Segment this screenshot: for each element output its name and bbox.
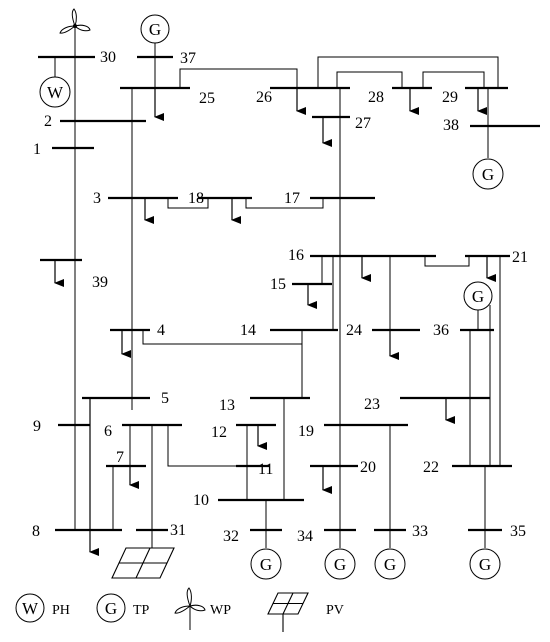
bus-label-29: 29 bbox=[442, 89, 458, 106]
bus-label-5: 5 bbox=[161, 390, 169, 407]
bus-label-10: 10 bbox=[193, 492, 209, 509]
legend-wp-label: WP bbox=[210, 603, 231, 618]
bus-label-8: 8 bbox=[32, 523, 40, 540]
bus-label-30: 30 bbox=[100, 49, 116, 66]
legend-ph-label: PH bbox=[52, 603, 70, 618]
bus-label-38: 38 bbox=[443, 117, 459, 134]
bus-label-33: 33 bbox=[412, 523, 428, 540]
generator-32: G bbox=[250, 548, 282, 580]
bus-label-13: 13 bbox=[219, 397, 235, 414]
bus-label-6: 6 bbox=[104, 423, 112, 440]
bus-label-31: 31 bbox=[170, 522, 186, 539]
legend-solar-panel-icon bbox=[267, 592, 309, 632]
bus-label-19: 19 bbox=[298, 423, 314, 440]
generator-36: G bbox=[463, 281, 493, 311]
bus-label-28: 28 bbox=[368, 89, 384, 106]
bus-label-20: 20 bbox=[360, 459, 376, 476]
svg-text:W: W bbox=[22, 599, 39, 618]
svg-text:G: G bbox=[149, 20, 161, 39]
svg-text:G: G bbox=[472, 287, 484, 306]
bus-label-11: 11 bbox=[258, 461, 273, 478]
bus-label-7: 7 bbox=[116, 449, 124, 466]
bus-label-34: 34 bbox=[297, 528, 313, 545]
bus-label-26: 26 bbox=[256, 89, 272, 106]
bus-bars bbox=[38, 55, 540, 532]
generator-37: G bbox=[140, 14, 170, 44]
bus-label-36: 36 bbox=[433, 322, 449, 339]
bus-label-37: 37 bbox=[180, 50, 196, 67]
bus-label-3: 3 bbox=[93, 190, 101, 207]
generator-34: G bbox=[324, 548, 356, 580]
svg-text:W: W bbox=[47, 83, 64, 102]
svg-text:G: G bbox=[482, 165, 494, 184]
legend-tp-label: TP bbox=[133, 603, 150, 618]
bus-label-15: 15 bbox=[270, 276, 286, 293]
hydro-plant-30: W bbox=[39, 76, 71, 108]
bus-label-17: 17 bbox=[284, 190, 300, 207]
legend-ph-symbol: W bbox=[15, 593, 45, 623]
bus-label-23: 23 bbox=[364, 396, 380, 413]
bus-label-12: 12 bbox=[211, 424, 227, 441]
bus-label-16: 16 bbox=[288, 247, 304, 264]
bus-label-21: 21 bbox=[512, 249, 528, 266]
bus-label-39: 39 bbox=[92, 274, 108, 291]
svg-text:G: G bbox=[260, 555, 272, 574]
bus-label-14: 14 bbox=[240, 322, 256, 339]
bus-label-2: 2 bbox=[44, 113, 52, 130]
svg-text:G: G bbox=[384, 555, 396, 574]
bus-labels: 30 37 25 2 1 26 27 28 29 38 3 18 17 39 1… bbox=[32, 49, 528, 545]
bus-label-35: 35 bbox=[510, 523, 526, 540]
bus-label-24: 24 bbox=[346, 322, 362, 339]
bus-label-18: 18 bbox=[188, 190, 204, 207]
bus-label-25: 25 bbox=[199, 90, 215, 107]
bus-label-27: 27 bbox=[355, 115, 371, 132]
generator-35: G bbox=[469, 548, 501, 580]
wind-turbine-icon bbox=[59, 8, 91, 57]
svg-text:G: G bbox=[334, 555, 346, 574]
load-arrows bbox=[54, 88, 496, 556]
generator-33: G bbox=[374, 548, 406, 580]
legend: W PH G TP WP PV bbox=[15, 587, 344, 632]
bus-label-9: 9 bbox=[33, 418, 41, 435]
svg-text:G: G bbox=[479, 555, 491, 574]
bus-label-4: 4 bbox=[157, 322, 165, 339]
legend-tp-symbol: G bbox=[96, 593, 126, 623]
legend-pv-label: PV bbox=[326, 603, 344, 618]
bus-label-22: 22 bbox=[423, 459, 439, 476]
svg-text:G: G bbox=[105, 599, 117, 618]
bus-label-32: 32 bbox=[223, 528, 239, 545]
solar-panel-icon bbox=[111, 547, 175, 579]
legend-wind-turbine-icon bbox=[174, 587, 206, 630]
bus-label-1: 1 bbox=[33, 141, 41, 158]
generator-38: G bbox=[472, 158, 504, 190]
